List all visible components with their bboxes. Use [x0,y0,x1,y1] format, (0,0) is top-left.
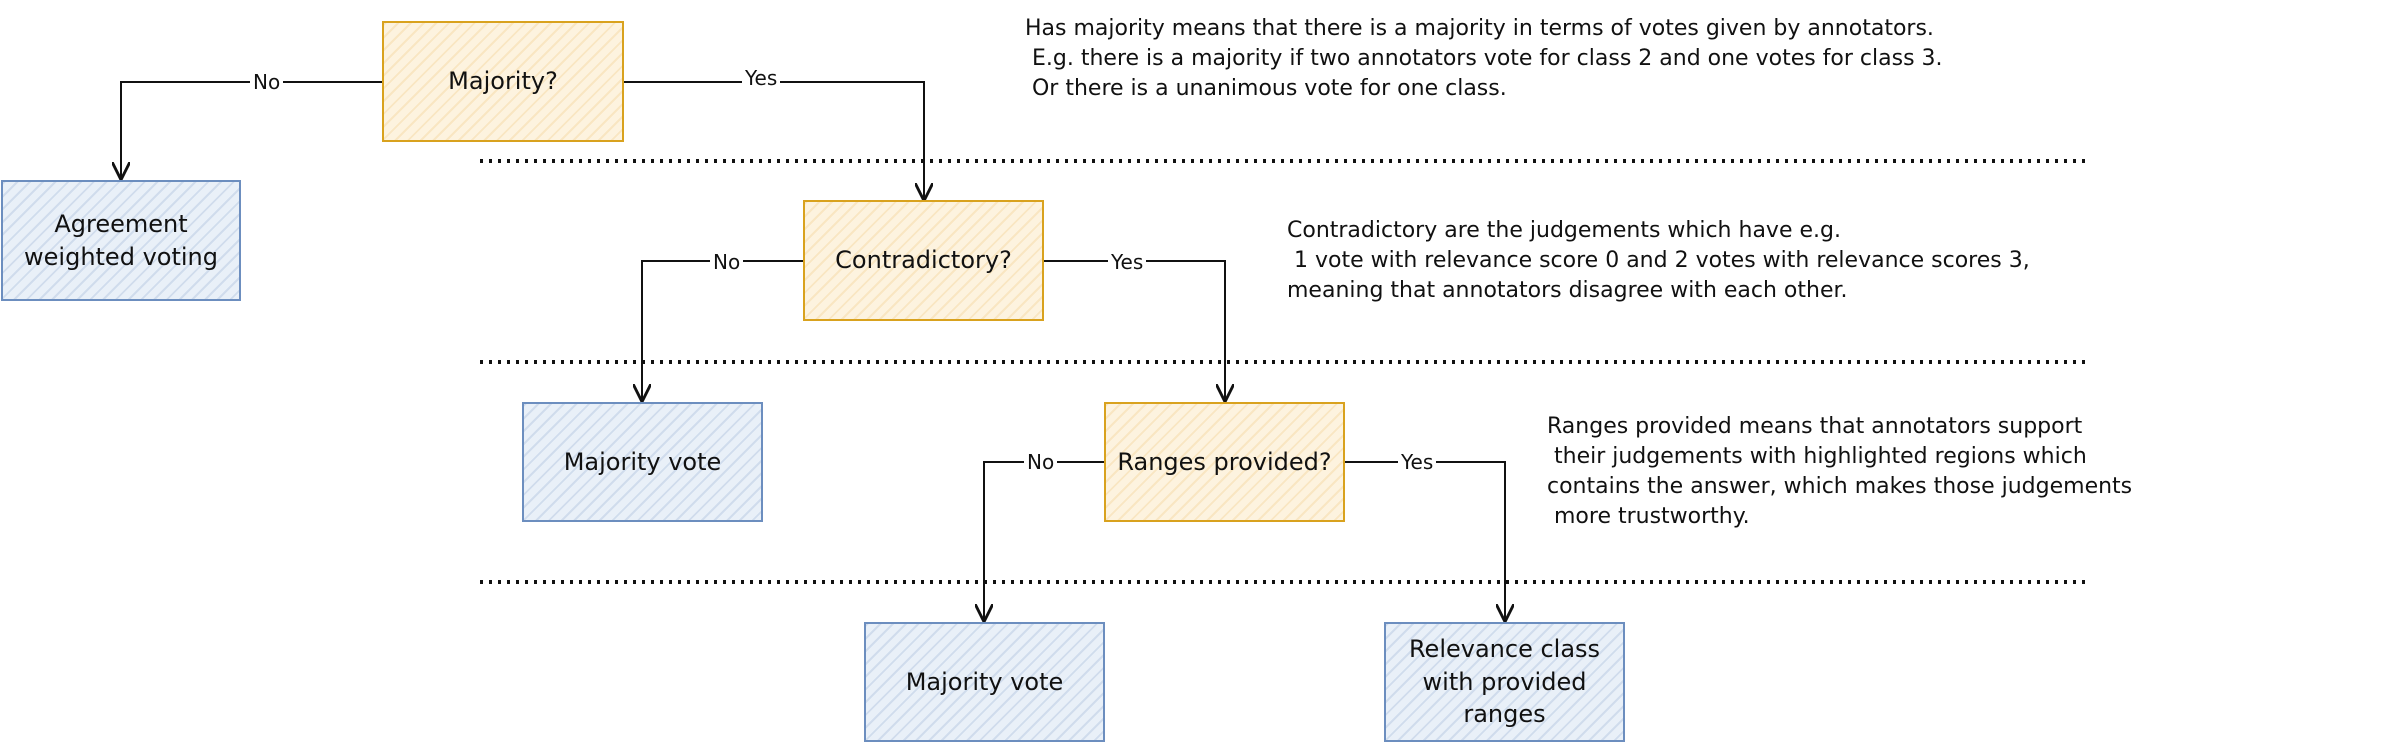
edge-label-ranges-yes: Yes [1398,451,1437,473]
majority-vote-outcome-node-2: Majority vote [864,622,1105,742]
majority-decision-label: Majority? [448,67,558,96]
edge-majority-yes [624,81,924,199]
majority-vote-label-2: Majority vote [905,667,1064,696]
edge-ranges-no [984,461,1104,620]
majority-note: Has majority means that there is a major… [1025,16,1943,101]
contradictory-note: Contradictory are the judgements which h… [1287,218,2030,303]
contradictory-decision-node: Contradictory? [803,200,1044,321]
edge-label-ranges-no: No [1024,451,1058,473]
edge-label-contradictory-yes: Yes [1108,251,1147,273]
edge-contradictory-yes [1044,260,1225,400]
edge-label-majority-yes: Yes [742,67,781,89]
ranges-note: Ranges provided means that annotators su… [1547,414,2133,529]
edge-majority-no [121,81,382,178]
relevance-class-outcome-node: Relevance class with provided ranges [1384,622,1625,742]
agreement-weighted-outcome-node: Agreement weighted voting [1,180,241,301]
edge-contradictory-no [642,260,803,400]
edge-label-contradictory-no: No [710,251,744,273]
majority-decision-node: Majority? [382,21,624,142]
edge-ranges-yes [1345,461,1505,620]
relevance-class-label: Relevance class with provided ranges [1408,635,1601,729]
ranges-decision-node: Ranges provided? [1104,402,1345,522]
majority-vote-outcome-node-1: Majority vote [522,402,763,522]
agreement-weighted-label: Agreement weighted voting [24,210,218,271]
edge-label-majority-no: No [250,71,284,93]
ranges-decision-label: Ranges provided? [1117,447,1332,476]
majority-vote-label-1: Majority vote [563,447,722,476]
contradictory-decision-label: Contradictory? [835,246,1012,275]
